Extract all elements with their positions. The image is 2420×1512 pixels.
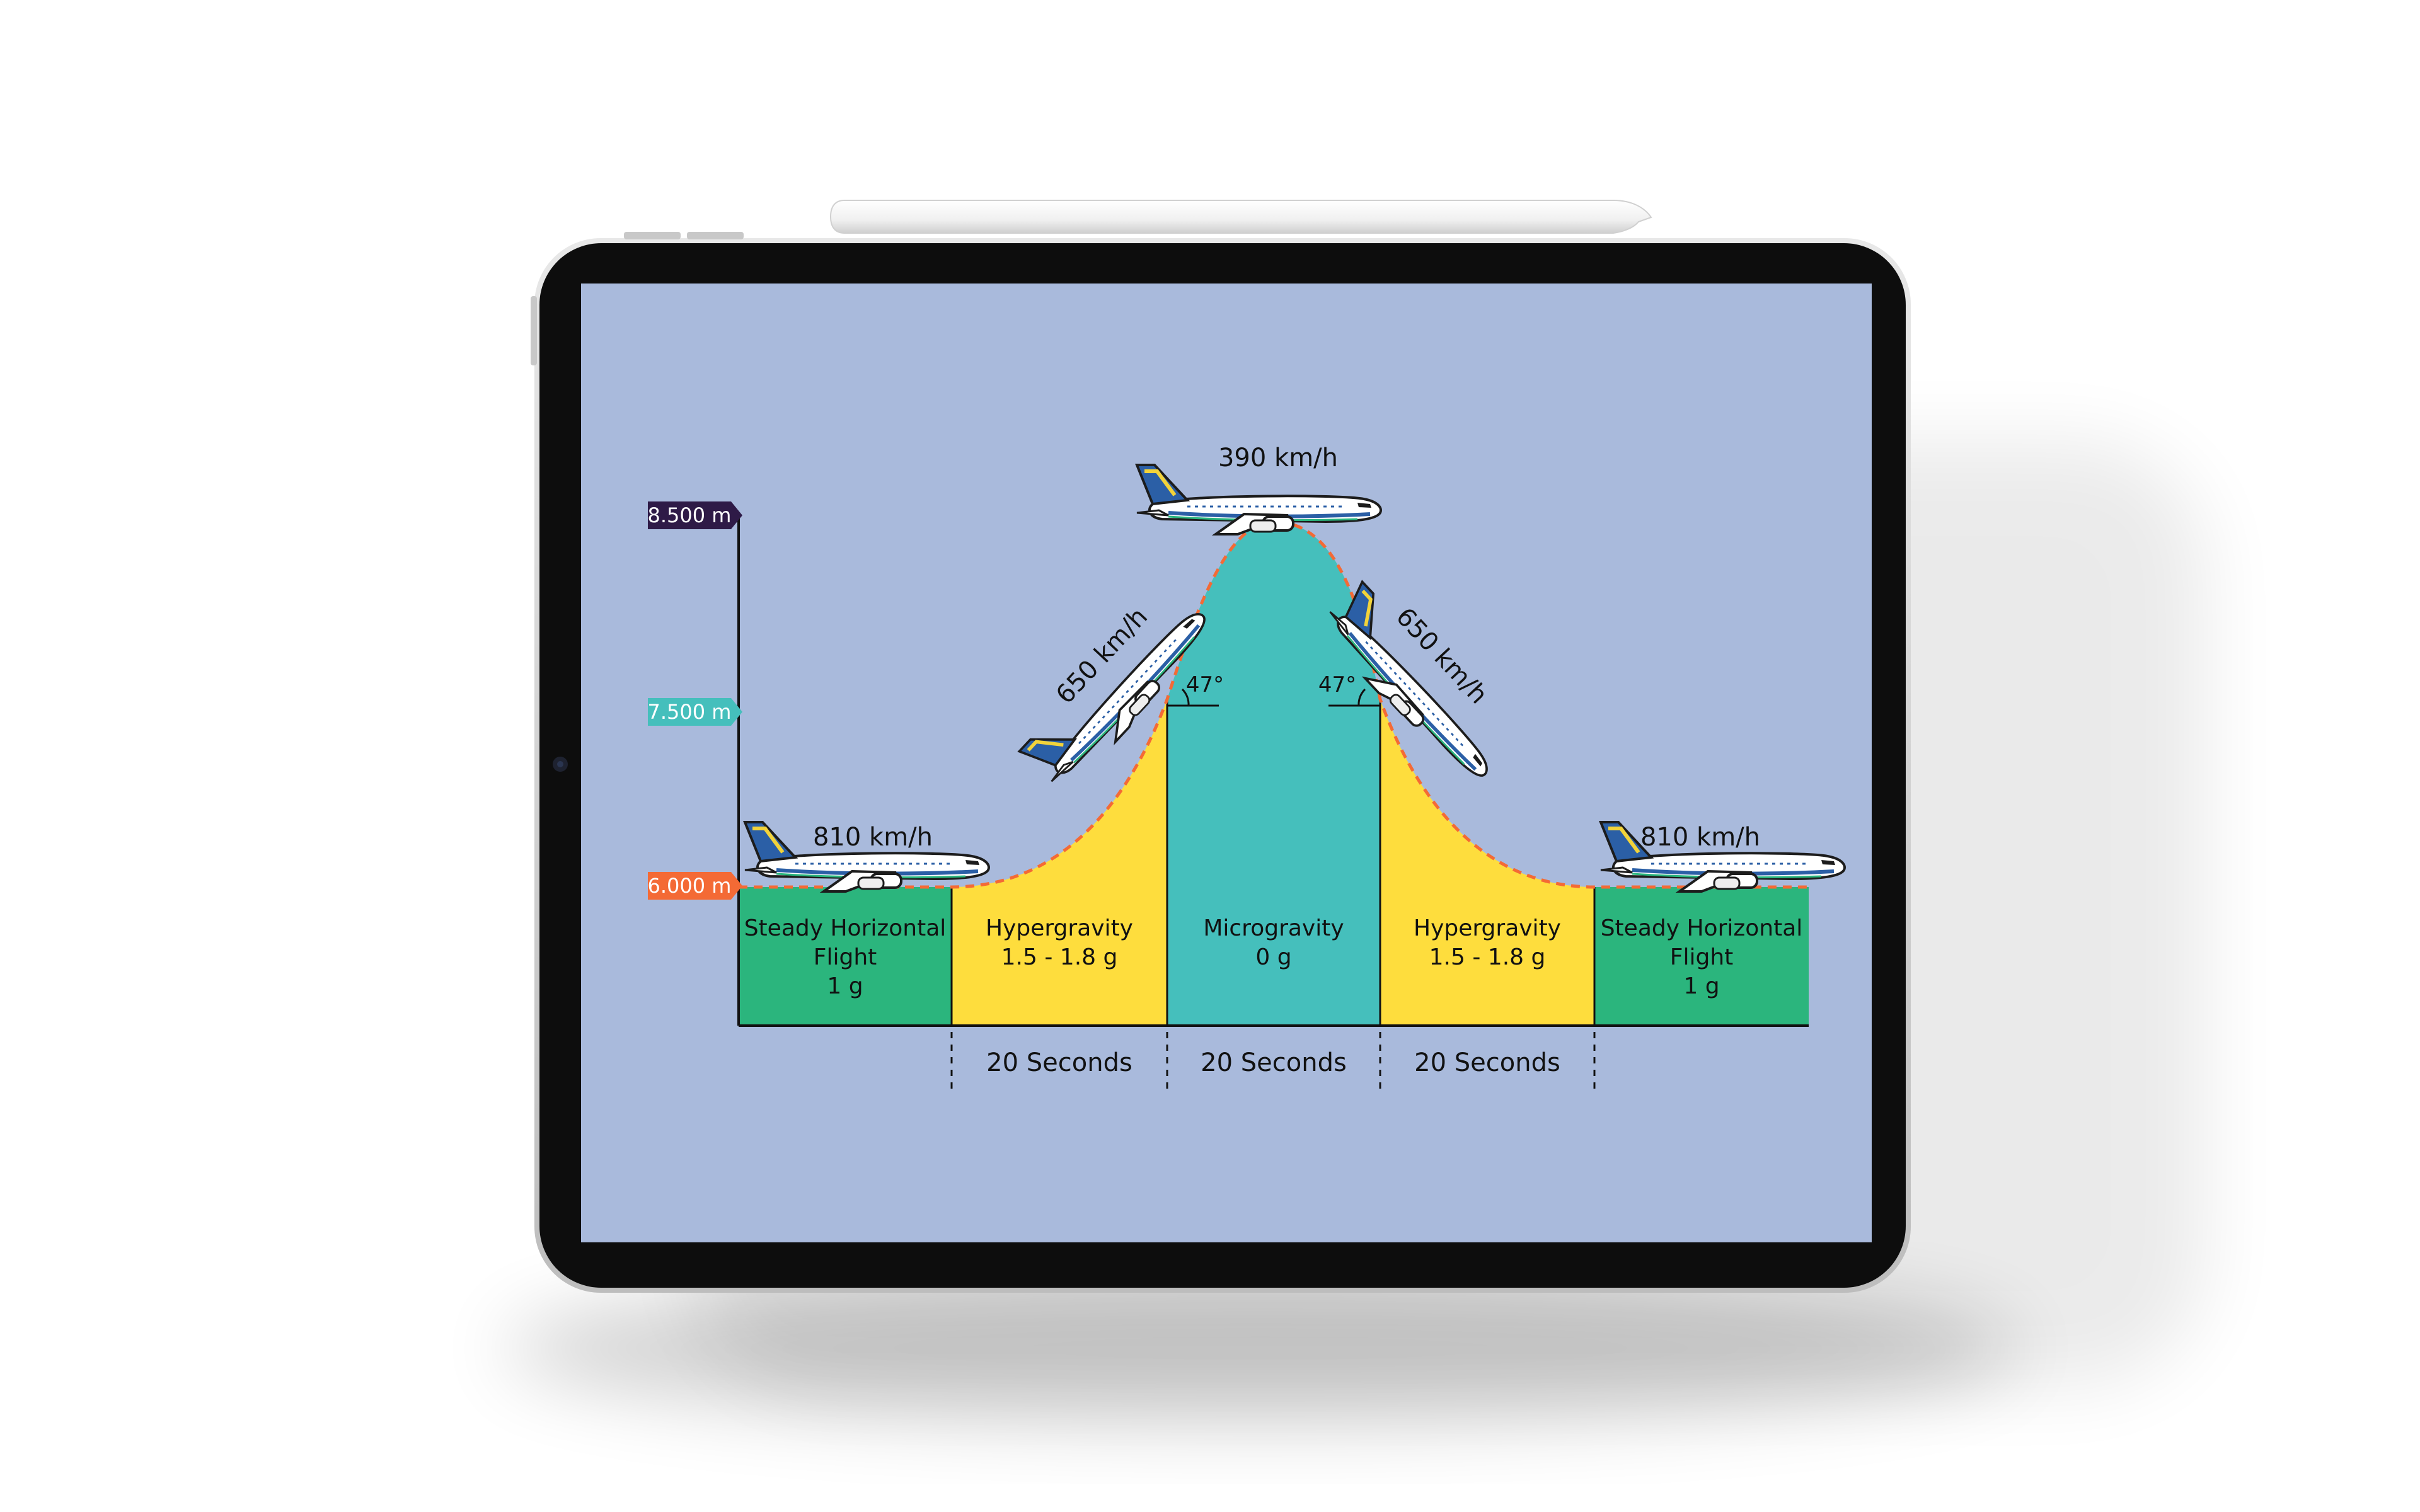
altitude-tag-2: 7.500 m: [648, 698, 742, 726]
altitude-tag-label: 6.000 m: [648, 874, 732, 898]
angle-arc: [1181, 688, 1190, 706]
phase-label-line: 1 g: [1683, 973, 1719, 999]
phase-label-line: 1 g: [827, 973, 863, 999]
phase-label-2: Hypergravity 1.5 - 1.8 g: [986, 915, 1133, 970]
altitude-tag-3: 6.000 m: [648, 872, 742, 900]
phase-region-3: [1167, 522, 1380, 1026]
phase-label-line: Flight: [814, 944, 877, 970]
altitude-tag-1: 8.500 m: [648, 501, 742, 529]
phase-label-line: Hypergravity: [1414, 915, 1561, 941]
altitude-tag-label: 8.500 m: [648, 503, 732, 527]
phase-label-3: Microgravity 0 g: [1203, 915, 1344, 970]
phase-label-line: Steady Horizontal: [1601, 915, 1803, 941]
angle-label-right: 47°: [1318, 672, 1356, 697]
speed-label-top: 390 km/h: [1218, 444, 1338, 472]
phase-label-line: Steady Horizontal: [744, 915, 947, 941]
phase-label-line: 1.5 - 1.8 g: [1001, 944, 1118, 970]
angle-arc: [1357, 688, 1366, 706]
phase-label-line: Hypergravity: [986, 915, 1133, 941]
altitude-tag-label: 7.500 m: [648, 700, 732, 724]
duration-label: 20 Seconds: [1414, 1048, 1560, 1077]
phase-label-line: Flight: [1670, 944, 1734, 970]
speed-label-left-level: 810 km/h: [813, 823, 933, 852]
phase-label-line: 0 g: [1255, 944, 1291, 970]
duration-label: 20 Seconds: [1201, 1048, 1347, 1077]
camera-icon: [553, 757, 568, 772]
angle-label-left: 47°: [1186, 672, 1224, 697]
duration-label: 20 Seconds: [986, 1048, 1132, 1077]
phase-label-line: Microgravity: [1203, 915, 1344, 941]
phase-label-line: 1.5 - 1.8 g: [1429, 944, 1546, 970]
phase-label-4: Hypergravity 1.5 - 1.8 g: [1414, 915, 1561, 970]
speed-label-right-level: 810 km/h: [1640, 823, 1760, 852]
stylus-icon: [829, 200, 1652, 234]
